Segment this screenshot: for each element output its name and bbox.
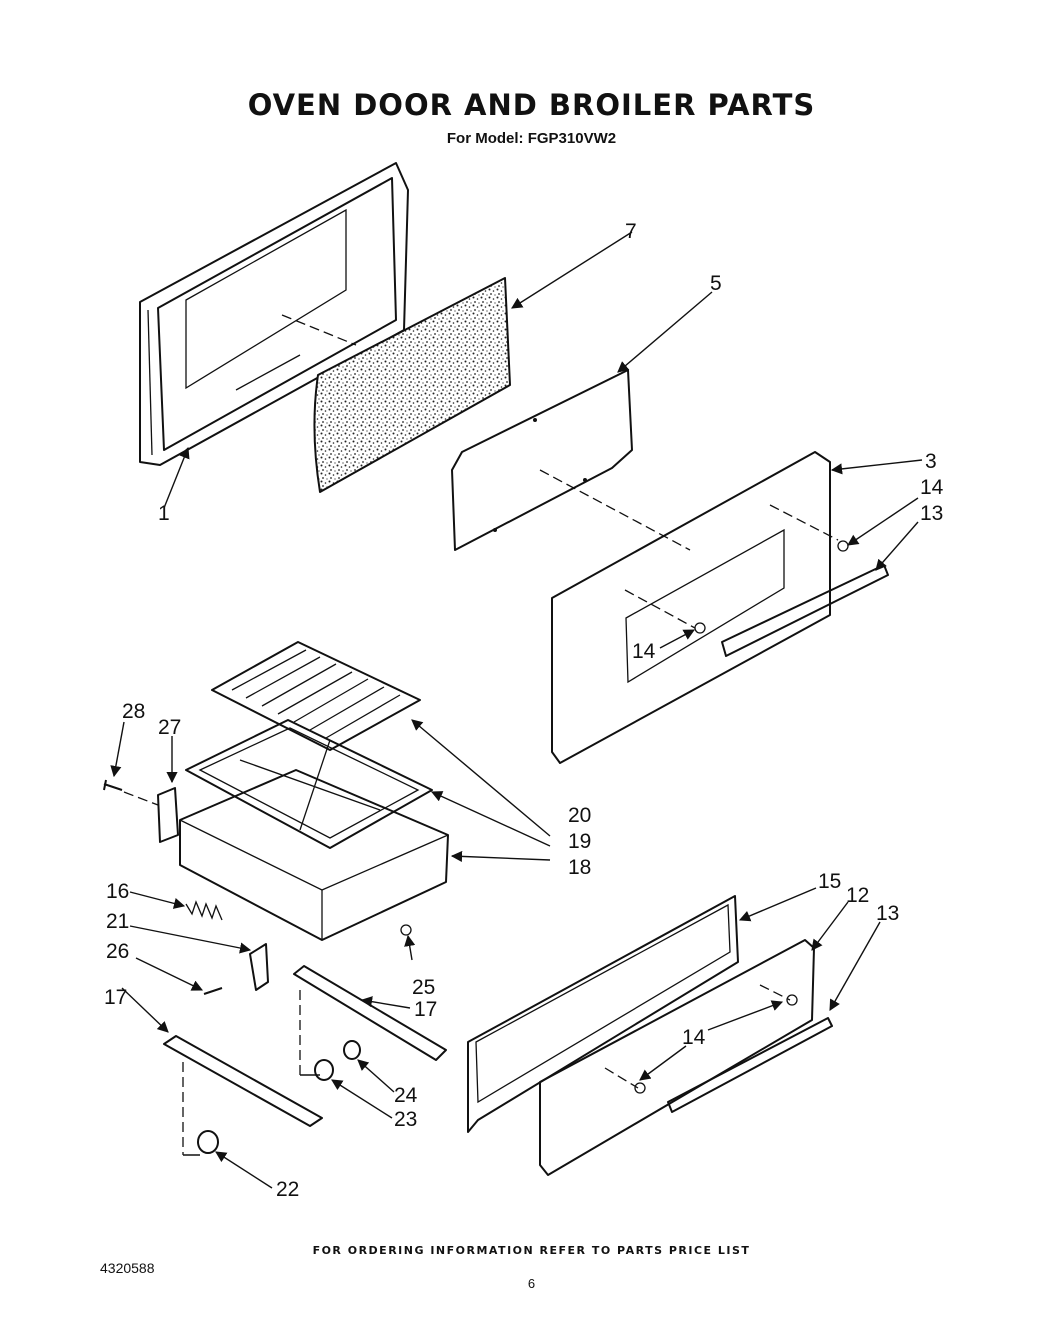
callout-7: 7 <box>625 220 637 243</box>
callout-17-right: 17 <box>414 998 437 1021</box>
roller-23 <box>314 1059 334 1081</box>
callout-14-lower: 14 <box>682 1026 706 1049</box>
callout-3: 3 <box>925 450 937 473</box>
page-title: OVEN DOOR AND BROILER PARTS <box>247 88 816 122</box>
side-bracket <box>157 787 179 843</box>
callout-12: 12 <box>846 884 869 907</box>
broiler-grid <box>211 641 421 751</box>
page-number: 6 <box>527 1276 536 1291</box>
callout-18: 18 <box>568 856 591 879</box>
callout-21: 21 <box>106 910 129 933</box>
door-handle-upper <box>721 564 889 657</box>
callout-27: 27 <box>158 716 181 739</box>
door-handle-lower <box>667 1017 833 1113</box>
drawer-nut <box>400 924 412 936</box>
model-subtitle: For Model: FGP310VW2 <box>446 130 617 147</box>
callout-1: 1 <box>158 502 170 525</box>
callout-17-left: 17 <box>104 986 127 1009</box>
callout-25: 25 <box>412 976 435 999</box>
callout-24: 24 <box>394 1084 418 1107</box>
roller-24 <box>343 1040 361 1060</box>
broiler-pan <box>185 719 433 849</box>
drawer-rail-left <box>163 1035 323 1155</box>
broiler-door-panel <box>539 939 815 1176</box>
broiler-drawer <box>179 769 449 941</box>
callout-14-upper: 14 <box>920 476 944 499</box>
drawer-rail-right <box>293 965 447 1075</box>
callout-26: 26 <box>106 940 129 963</box>
callout-13-lower: 13 <box>876 902 899 925</box>
callout-14-door: 14 <box>632 640 656 663</box>
callout-28: 28 <box>122 700 145 723</box>
clip-screw <box>203 987 223 995</box>
callout-5: 5 <box>710 272 722 295</box>
callout-13-upper: 13 <box>920 502 943 525</box>
callout-22: 22 <box>276 1178 299 1201</box>
broiler-door-liner <box>467 895 739 1133</box>
outer-door-panel <box>551 451 849 764</box>
callout-numbers: 1 7 5 3 14 13 14 28 27 20 19 18 16 21 26… <box>104 220 944 1201</box>
drawer-spring <box>185 900 223 921</box>
callout-20: 20 <box>568 804 591 827</box>
latch-clip <box>249 943 269 991</box>
insulation-pad <box>313 277 511 493</box>
mounting-screw <box>103 779 159 806</box>
callout-16: 16 <box>106 880 129 903</box>
document-number: 4320588 <box>100 1260 155 1276</box>
roller-22 <box>197 1130 219 1154</box>
callout-23: 23 <box>394 1108 417 1131</box>
ordering-note: FOR ORDERING INFORMATION REFER TO PARTS … <box>312 1244 751 1257</box>
callout-19: 19 <box>568 830 591 853</box>
callout-15: 15 <box>818 870 841 893</box>
leader-lines <box>110 231 923 1189</box>
